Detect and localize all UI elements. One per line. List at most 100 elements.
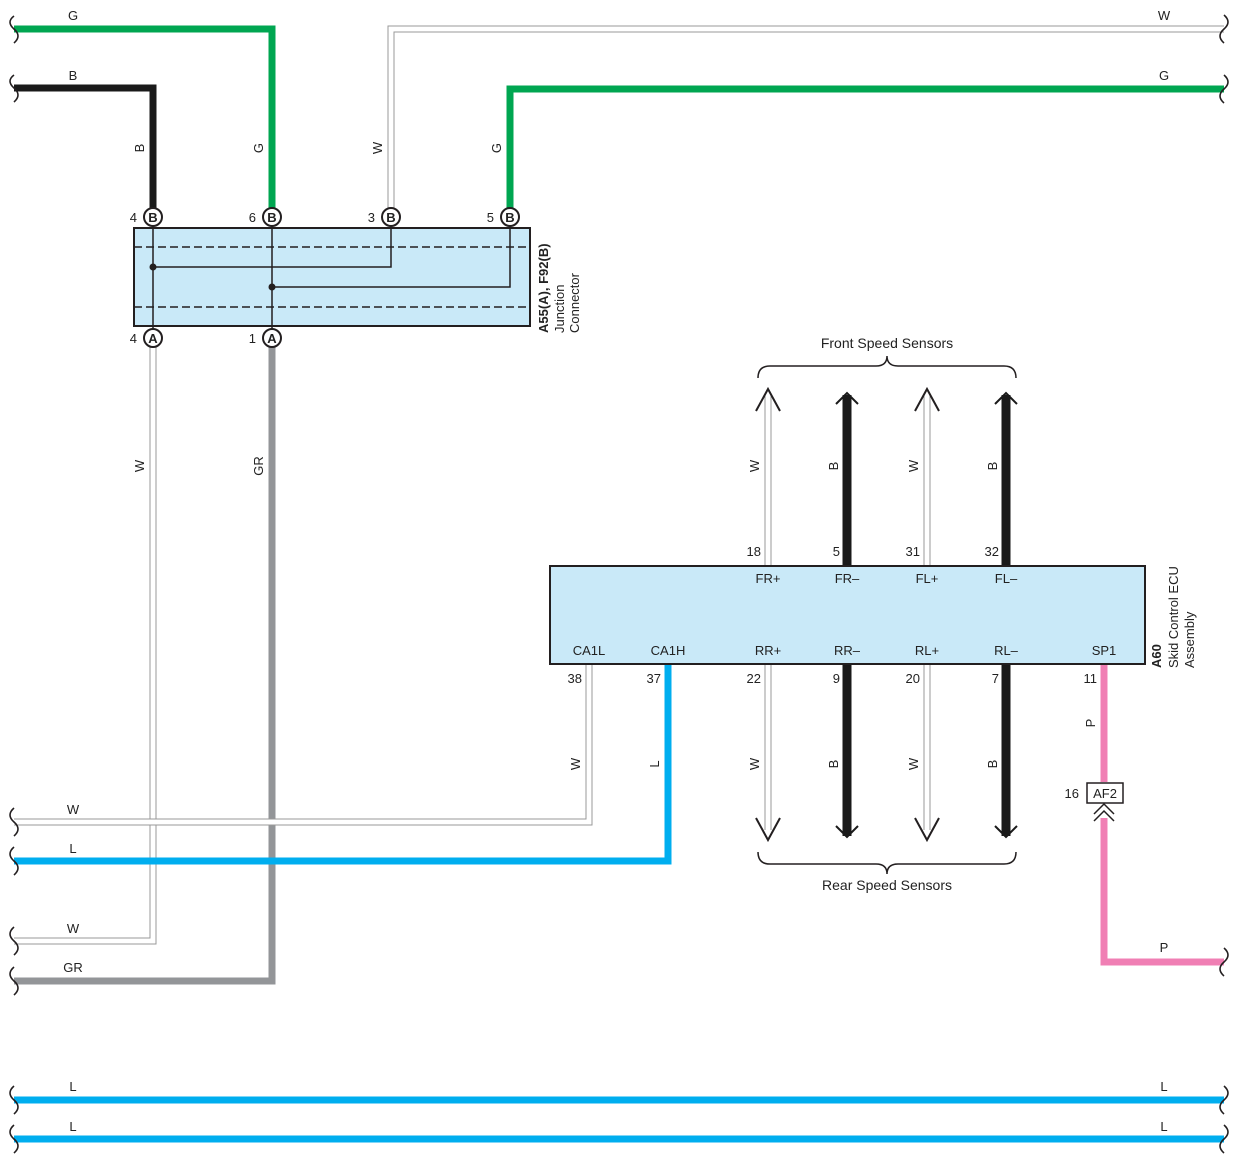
wire-label: L (69, 841, 76, 856)
ecu-terminal-fl-plus: FL+ (916, 571, 939, 586)
wire-label: W (906, 757, 921, 770)
wire-end-marks (9, 14, 1229, 1154)
junction-top-pin-circle (143, 207, 163, 227)
junction-bus-1 (152, 218, 392, 338)
wire-break-icon (9, 966, 19, 996)
wire-label: W (906, 459, 921, 472)
ecu-terminal-rl-plus: RL+ (915, 643, 939, 658)
junction-connector: B 4 B 6 B 3 B 5 A 4 A 1 A55(A), F92(B) J… (130, 207, 582, 348)
front-brace (757, 355, 1017, 379)
top-wires (14, 25, 1224, 208)
wire-label: G (251, 143, 266, 153)
ecu-name-line1: Skid Control ECU (1166, 566, 1181, 668)
wire-label: G (489, 143, 504, 153)
braces: Front Speed Sensors Rear Speed Sensors (757, 335, 1017, 893)
wire-label: B (826, 462, 841, 471)
skid-control-ecu: FR+ 18 FR– 5 FL+ 31 FL– 32 CA1L 38 CA1H … (549, 544, 1197, 686)
p-wire-group: AF2 16 (1065, 664, 1224, 966)
wire-label: W (370, 141, 385, 154)
rear-brace (757, 851, 1017, 875)
tail-icon (835, 825, 859, 839)
junction-top-pin-num: 6 (249, 210, 256, 225)
junction-bottom-pin-num: 1 (249, 331, 256, 346)
junction-name-line1: Junction (552, 285, 567, 333)
ecu-pin-rr-minus: 9 (833, 671, 840, 686)
wire-l-ca1h (14, 664, 672, 865)
junction-top-pin-num: 3 (368, 210, 375, 225)
connector-af2-label: AF2 (1093, 786, 1117, 801)
wire-break-icon (9, 926, 19, 956)
ecu-terminal-fr-plus: FR+ (756, 571, 781, 586)
wire-label: W (568, 757, 583, 770)
arrow-up-icon (914, 386, 940, 412)
bottom-wires (14, 1096, 1224, 1143)
ecu-code: A60 (1149, 644, 1164, 668)
junction-top-pin-circle (381, 207, 401, 227)
wire-label: W (747, 757, 762, 770)
wire-label: P (1083, 719, 1098, 728)
ecu-pin-rr-plus: 22 (747, 671, 761, 686)
wire-break-icon (1219, 1124, 1229, 1154)
junction-bottom-pin-conn: A (148, 331, 158, 346)
front-group-label: Front Speed Sensors (821, 335, 953, 351)
junction-top-pin-circle (262, 207, 282, 227)
wire-label: W (747, 459, 762, 472)
wire-break-icon (1219, 1085, 1229, 1115)
wire-label: B (826, 760, 841, 769)
wire-label: GR (251, 456, 266, 476)
wire-label: L (647, 760, 662, 767)
ecu-pin-sp1: 11 (1084, 671, 1098, 686)
arrow-down-icon (755, 817, 781, 843)
ecu-pin-fl-minus: 32 (985, 544, 999, 559)
junction-bus-2 (271, 218, 511, 338)
connector-af2-pin: 16 (1065, 786, 1079, 801)
ecu-pin-fr-plus: 18 (747, 544, 761, 559)
wire-break-icon (9, 74, 19, 103)
wire-w-top-right-core (388, 26, 1224, 208)
wire-label: B (985, 760, 1000, 769)
junction-bottom-pin-circle (143, 328, 163, 348)
left-wires (14, 347, 672, 985)
wire-w-top-right (387, 25, 1224, 208)
ecu-pin-ca1l: 38 (568, 671, 582, 686)
ecu-terminal-ca1h: CA1H (651, 643, 686, 658)
rear-group-label: Rear Speed Sensors (822, 877, 952, 893)
arrow-down-icon (914, 817, 940, 843)
wire-g-top-left (14, 25, 276, 208)
ecu-pin-rl-plus: 20 (906, 671, 920, 686)
ecu-name-line2: Assembly (1182, 611, 1197, 668)
wire-gr-vert (14, 347, 276, 985)
wire-label: GR (63, 960, 83, 975)
junction-bottom-pin-conn: A (267, 331, 277, 346)
ecu-pin-fr-minus: 5 (833, 544, 840, 559)
wire-break-icon (1219, 947, 1229, 977)
sensor-wires (755, 386, 1018, 843)
wire-label: L (1160, 1119, 1167, 1134)
wire-break-icon (9, 1124, 19, 1154)
wire-label: P (1160, 940, 1169, 955)
junction-top-pin-num: 5 (487, 210, 494, 225)
wire-label: W (132, 459, 147, 472)
junction-bottom-pin-circle (262, 328, 282, 348)
ecu-body (549, 565, 1146, 665)
wire-label: L (69, 1079, 76, 1094)
wire-break-icon (9, 846, 19, 876)
wire-p-bottom-right (1100, 818, 1224, 966)
junction-top-pin-circle (500, 207, 520, 227)
wire-label: B (985, 462, 1000, 471)
wire-break-icon (9, 1085, 19, 1115)
wire-labels: G B W G W L W GR P L L L L B G W G W GR … (63, 8, 1171, 1134)
ecu-pin-ca1h: 37 (647, 671, 661, 686)
wire-w-vert-left-core (14, 347, 156, 944)
junction-top-pin-conn: B (386, 210, 395, 225)
wire-b-top-left (14, 84, 157, 208)
junction-top-pin-conn: B (505, 210, 514, 225)
ecu-terminal-fr-minus: FR– (835, 571, 860, 586)
junction-bottom-pin-num: 4 (130, 331, 137, 346)
ecu-terminal-fl-minus: FL– (995, 571, 1018, 586)
ecu-pin-rl-minus: 7 (992, 671, 999, 686)
ecu-terminal-ca1l: CA1L (573, 643, 606, 658)
arrow-up-icon (755, 386, 781, 412)
